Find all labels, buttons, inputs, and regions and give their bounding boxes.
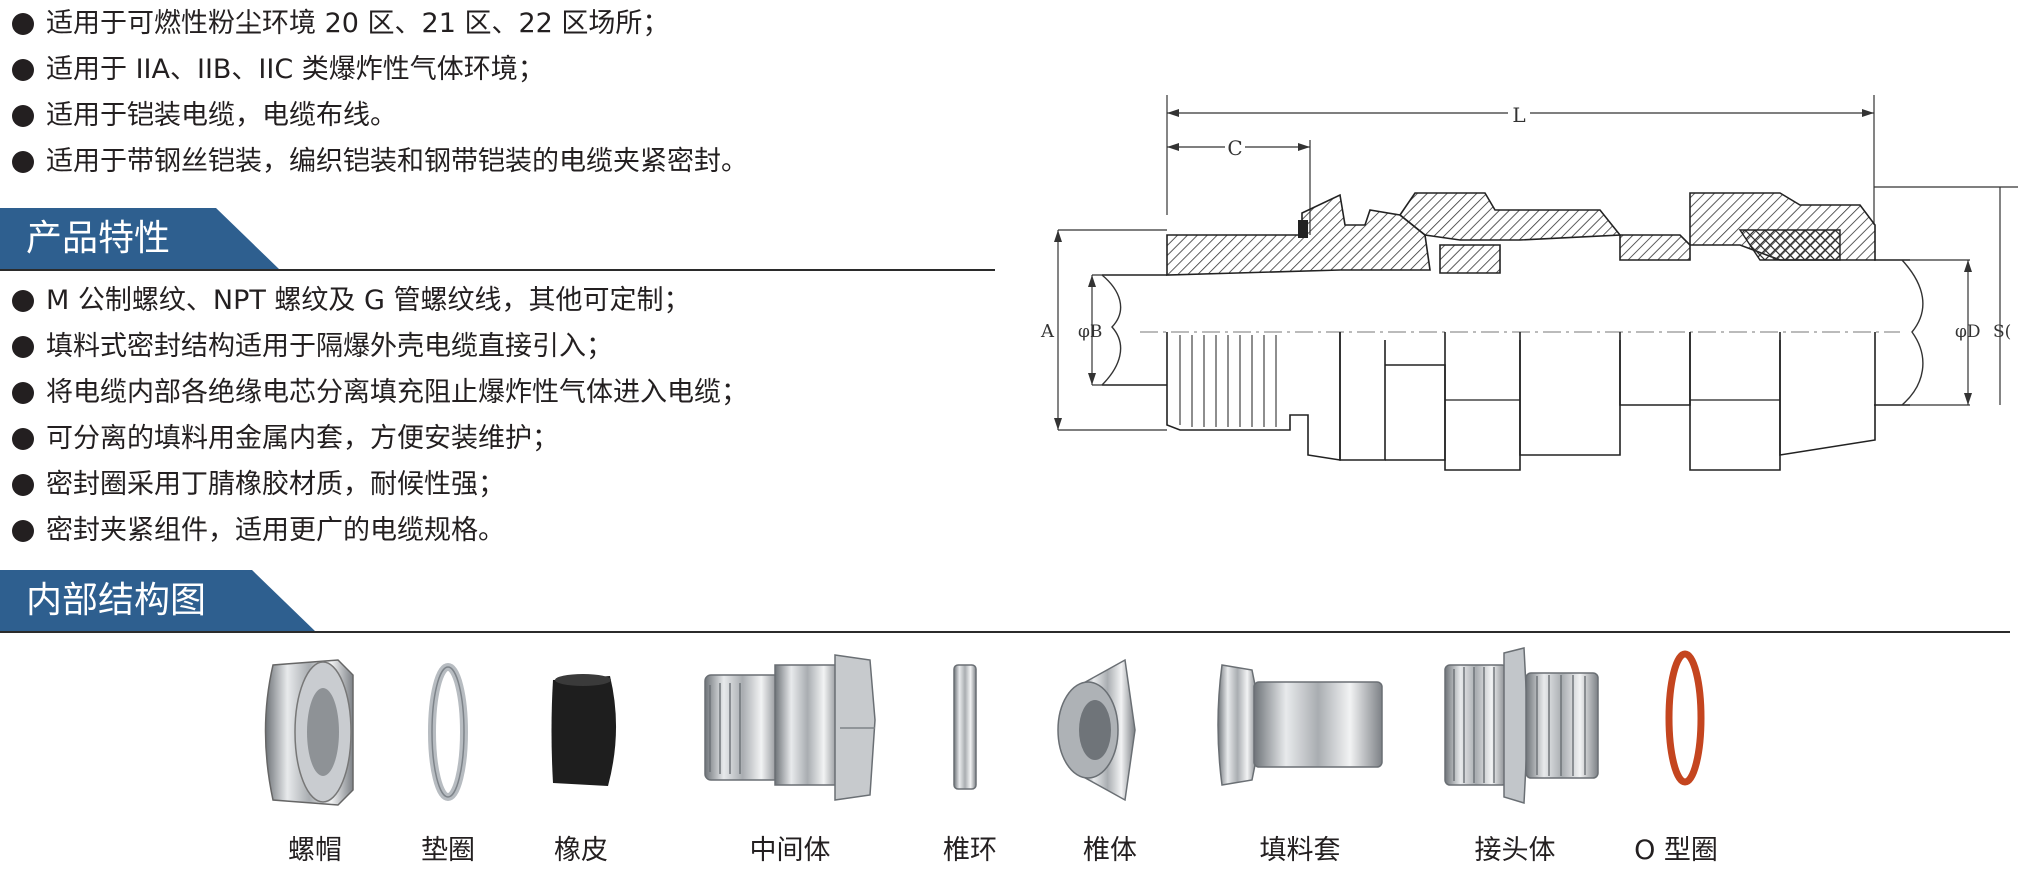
list-item: 适用于带钢丝铠装，编织铠装和钢带铠装的电缆夹紧密封。 [12,139,748,185]
part-label-cone-body: 椎体 [1083,835,1137,866]
middle-body-image [704,654,876,801]
bullet-text: 密封夹紧组件，适用更广的电缆规格。 [46,515,505,546]
bullet-text: 适用于带钢丝铠装，编织铠装和钢带铠装的电缆夹紧密封。 [46,146,748,177]
structure-section-header: 内部结构图 [0,570,2010,634]
part-label-washer: 垫圈 [421,835,475,866]
bullet-text: 将电缆内部各绝缘电芯分离填充阻止爆炸性气体进入电缆； [46,377,748,408]
oring-section [1298,220,1308,238]
bullet-dot [12,290,34,312]
list-item: 可分离的填料用金属内套，方便安装维护； [12,416,748,462]
part-label-rubber-seal: 橡皮 [554,835,608,866]
connector-body-image [1444,647,1599,804]
lock-nut-outline [1339,332,1386,461]
dimension-arrows [1088,275,1096,385]
sleeve-outline [1519,340,1621,456]
thread-lines [1179,335,1277,427]
bullet-text: M 公制螺纹、NPT 螺纹及 G 管螺纹线，其他可定制； [46,285,691,316]
dimension-label-s: S( [1993,322,2011,342]
hex-outline [1444,332,1521,471]
part-label-cap-nut: 螺帽 [288,835,342,866]
body-outline-lower [1166,332,1341,461]
bullet-dot [12,13,34,35]
bullet-text: 适用于铠装电缆，电缆布线。 [46,100,397,131]
structure-section-title: 内部结构图 [0,570,316,632]
cone-body-image [1057,658,1136,802]
cap-nut-outline [1779,332,1876,456]
bullet-dot [12,520,34,542]
list-item: 填料式密封结构适用于隔爆外壳电缆直接引入； [12,324,748,370]
rubber-seal-image [551,674,617,786]
dimension-label-c: C [1227,136,1242,160]
intro-bullet-list: 适用于可燃性粉尘环境 20 区、21 区、22 区场所； 适用于 IIA、IIB… [12,1,748,185]
sleeve-neck-outline [1619,332,1691,406]
bullet-dot [12,382,34,404]
list-item: 将电缆内部各绝缘电芯分离填充阻止爆炸性气体进入电缆； [12,370,748,416]
middle-body-outline [1385,364,1446,461]
part-label-connector-body: 接头体 [1474,835,1556,866]
features-section-title: 产品特性 [0,208,280,270]
cable-break-right [1901,259,1924,406]
bullet-dot [12,336,34,358]
bullet-text: 适用于 IIA、IIB、IIC 类爆炸性气体环境； [46,54,545,85]
list-item: 密封圈采用丁腈橡胶材质，耐候性强； [12,462,748,508]
dimension-label-b: φB [1078,322,1102,342]
dimension-label-l: L [1512,103,1525,127]
cable-gland-technical-drawing: L C A φB φD S( [1040,95,2018,471]
list-item: 适用于 IIA、IIB、IIC 类爆炸性气体环境； [12,47,748,93]
section-divider [0,269,995,271]
list-item: 适用于可燃性粉尘环境 20 区、21 区、22 区场所； [12,1,748,47]
list-item: 密封夹紧组件，适用更广的电缆规格。 [12,508,748,554]
cable-break-left [1101,274,1122,386]
bullet-dot [12,428,34,450]
dimension-label-d: φD [1955,322,1981,342]
section-divider [0,631,2010,633]
part-label-cone-ring: 椎环 [943,835,997,866]
packing-sleeve-section [1619,234,1691,261]
features-section-header: 产品特性 [0,208,995,272]
cap-nut-image [264,659,354,806]
list-item: 适用于铠装电缆，电缆布线。 [12,93,748,139]
label-mask [1225,135,1245,159]
bullet-text: 适用于可燃性粉尘环境 20 区、21 区、22 区场所； [46,8,670,39]
bullet-dot [12,105,34,127]
middle-body-section-hatched [1398,192,1622,241]
cone-ring-section [1439,244,1501,274]
cone-ring-image [953,664,977,790]
bullet-dot [12,474,34,496]
o-ring-image [1665,650,1705,786]
dimension-label-a: A [1040,321,1055,342]
features-bullet-list: M 公制螺纹、NPT 螺纹及 G 管螺纹线，其他可定制； 填料式密封结构适用于隔… [12,278,748,554]
part-label-middle-body: 中间体 [749,835,831,866]
part-label-packing-sleeve: 填料套 [1259,835,1341,866]
washer-image [428,663,468,801]
bullet-dot [12,59,34,81]
bullet-text: 密封圈采用丁腈橡胶材质，耐候性强； [46,469,505,500]
label-mask [1508,100,1530,126]
rubber-seal-section [1738,229,1841,261]
packing-sleeve-image [1217,664,1383,786]
cap-hex-outline [1689,332,1781,471]
bullet-dot [12,151,34,173]
list-item: M 公制螺纹、NPT 螺纹及 G 管螺纹线，其他可定制； [12,278,748,324]
bullet-text: 填料式密封结构适用于隔爆外壳电缆直接引入； [46,331,613,362]
bullet-text: 可分离的填料用金属内套，方便安装维护； [46,423,559,454]
part-label-o-ring: O 型圈 [1634,835,1718,866]
